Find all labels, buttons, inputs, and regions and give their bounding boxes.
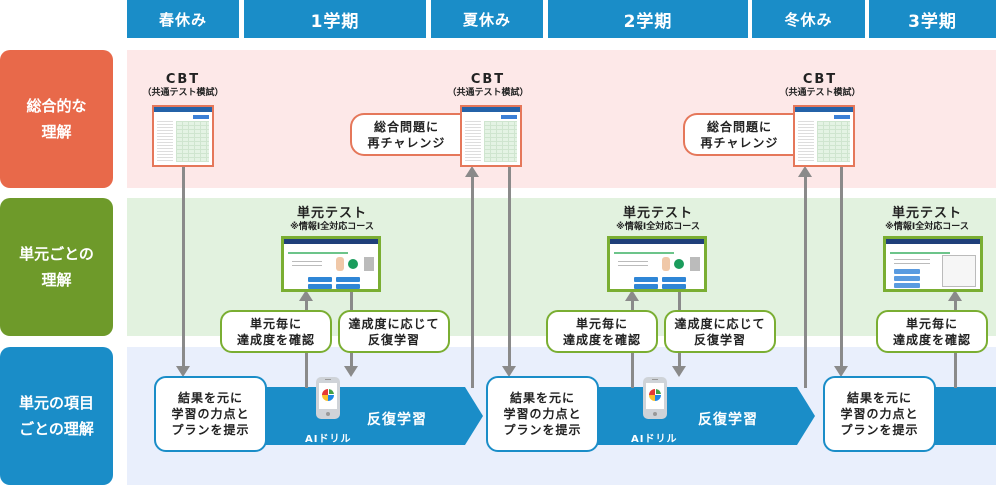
plan-box: 結果を元に 学習の力点と プランを提示 <box>154 376 267 452</box>
arrow-down-icon <box>672 366 686 377</box>
unit-test-title: 単元テスト <box>891 206 962 221</box>
period-label: 冬休み <box>784 10 833 29</box>
callout-retry: 総合問題に 再チャレンジ <box>683 113 794 156</box>
flow-stripe-1 <box>265 387 465 445</box>
period-label: 夏休み <box>462 10 511 29</box>
plan-box: 結果を元に 学習の力点と プランを提示 <box>823 376 936 452</box>
row-label-item: 単元の項目 ごとの理解 <box>0 347 113 485</box>
callout-retry: 総合問題に 再チャレンジ <box>350 113 461 156</box>
unit-test-title-block: 単元テスト ※情報Ⅰ全対応コース <box>593 206 723 233</box>
ai-drill-logo-icon <box>649 389 661 401</box>
unit-test-screenshot <box>883 236 983 292</box>
arrow-down-icon <box>344 366 358 377</box>
unit-test-screenshot <box>281 236 381 292</box>
unit-test-title-block: 単元テスト ※情報Ⅰ全対応コース <box>267 206 397 233</box>
arrow-down-icon <box>502 366 516 377</box>
unit-test-title: 単元テスト <box>622 206 693 221</box>
flow-stripe-3 <box>930 387 996 445</box>
cbt-title: CBT <box>165 72 201 87</box>
smartphone-icon <box>643 377 667 419</box>
callout-check-achievement: 単元毎に 達成度を確認 <box>220 310 332 353</box>
unit-test-subtitle: ※情報Ⅰ全対応コース <box>290 222 374 232</box>
cbt-subtitle: （共通テスト模試） <box>779 88 861 98</box>
cbt-title-block: CBT （共通テスト模試） <box>433 72 543 99</box>
smartphone-icon <box>316 377 340 419</box>
cbt-title: CBT <box>802 72 838 87</box>
unit-test-screenshot <box>607 236 707 292</box>
arrow-up-icon <box>625 290 639 301</box>
callout-repeat-study: 達成度に応じて 反復学習 <box>664 310 776 353</box>
period-label: 3学期 <box>908 11 957 32</box>
arrow-up-icon <box>465 166 479 177</box>
cbt-screenshot <box>460 105 522 167</box>
period-label: 1学期 <box>310 11 360 32</box>
ai-drill-label: AIドリル <box>631 434 678 445</box>
connector-line <box>804 176 807 388</box>
period-term-3: 3学期 <box>869 0 996 38</box>
band-overall <box>127 50 996 188</box>
unit-test-title-block: 単元テスト ※情報Ⅰ全対応コース <box>862 206 992 233</box>
connector-line <box>508 166 511 367</box>
arrow-down-icon <box>176 366 190 377</box>
ai-drill-logo-icon <box>322 389 334 401</box>
arrow-up-icon <box>948 290 962 301</box>
repeat-study-label: 反復学習 <box>367 412 427 428</box>
unit-test-subtitle: ※情報Ⅰ全対応コース <box>885 222 969 232</box>
connector-line <box>471 176 474 388</box>
cbt-subtitle: （共通テスト模試） <box>142 88 224 98</box>
cbt-title: CBT <box>470 72 506 87</box>
unit-test-subtitle: ※情報Ⅰ全対応コース <box>616 222 700 232</box>
period-winter-break: 冬休み <box>752 0 865 38</box>
cbt-subtitle: （共通テスト模試） <box>447 88 529 98</box>
ai-drill-label: AIドリル <box>305 434 352 445</box>
arrow-up-icon <box>798 166 812 177</box>
period-label: 春休み <box>158 10 207 29</box>
flow-stripe-2 <box>597 387 797 445</box>
cbt-title-block: CBT （共通テスト模試） <box>128 72 238 99</box>
plan-box: 結果を元に 学習の力点と プランを提示 <box>486 376 599 452</box>
period-label: 2学期 <box>623 11 673 32</box>
repeat-study-label: 反復学習 <box>698 412 758 428</box>
callout-check-achievement: 単元毎に 達成度を確認 <box>546 310 658 353</box>
unit-test-title: 単元テスト <box>296 206 367 221</box>
cbt-screenshot <box>793 105 855 167</box>
flow-arrow-2 <box>797 387 815 445</box>
connector-line <box>840 166 843 367</box>
flow-arrow-1 <box>465 387 483 445</box>
period-term-1: 1学期 <box>244 0 426 38</box>
period-spring-break: 春休み <box>127 0 239 38</box>
row-label-overall: 総合的な 理解 <box>0 50 113 188</box>
cbt-screenshot <box>152 105 214 167</box>
arrow-up-icon <box>299 290 313 301</box>
callout-repeat-study: 達成度に応じて 反復学習 <box>338 310 450 353</box>
row-label-unit: 単元ごとの 理解 <box>0 198 113 336</box>
period-term-2: 2学期 <box>548 0 748 38</box>
callout-check-achievement: 単元毎に 達成度を確認 <box>876 310 988 353</box>
arrow-down-icon <box>834 366 848 377</box>
cbt-title-block: CBT （共通テスト模試） <box>765 72 875 99</box>
period-summer-break: 夏休み <box>431 0 543 38</box>
connector-line <box>182 166 185 367</box>
